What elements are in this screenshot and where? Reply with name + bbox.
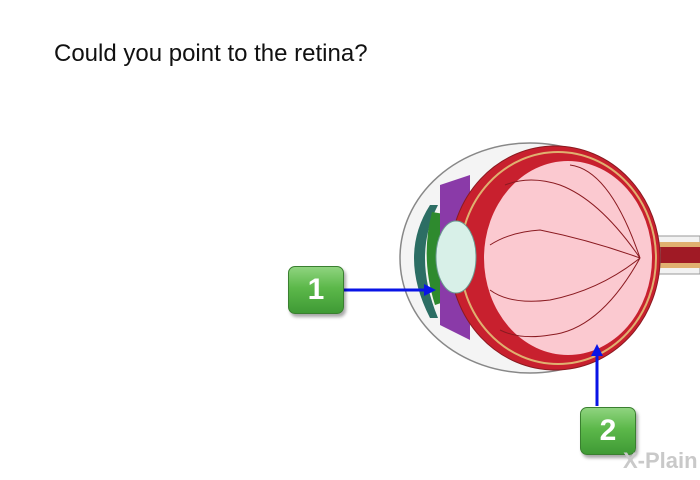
arrow-1-head [424, 284, 436, 296]
question-text: Could you point to the retina? [54, 40, 368, 67]
lens [435, 220, 477, 294]
answer-button-2[interactable]: 2 [580, 407, 636, 455]
arrow-2-head [591, 344, 603, 356]
vitreous [484, 161, 652, 355]
blood-vessels [489, 164, 641, 338]
answer-button-1[interactable]: 1 [288, 266, 344, 314]
xplain-logo: X-Plain [623, 448, 698, 473]
